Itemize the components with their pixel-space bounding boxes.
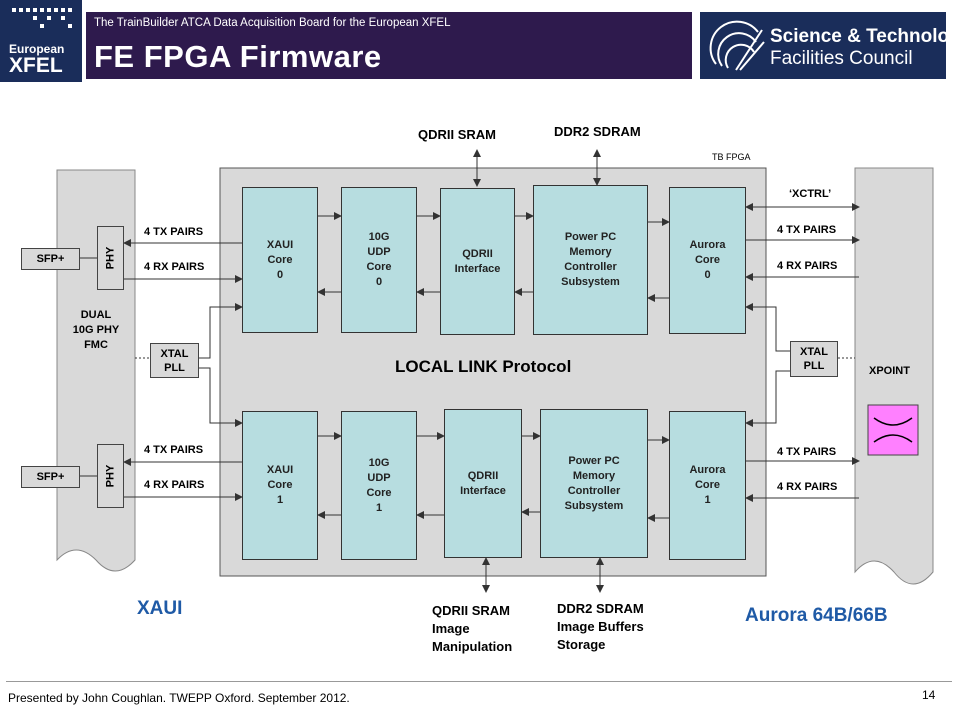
xaui-label: XAUI bbox=[137, 598, 183, 619]
page-title: FE FPGA Firmware bbox=[94, 39, 382, 74]
tx-pairs-right-0: 4 TX PAIRS bbox=[777, 224, 837, 236]
stfc-emblem-icon bbox=[709, 20, 765, 71]
header-subtitle: The TrainBuilder ATCA Data Acquisition B… bbox=[94, 17, 451, 29]
header-band: The TrainBuilder ATCA Data Acquisition B… bbox=[86, 12, 692, 79]
rx-pairs-left-1: 4 RX PAIRS bbox=[144, 479, 205, 491]
page-number: 14 bbox=[922, 688, 936, 702]
sfp-box-1: SFP+ bbox=[21, 466, 80, 488]
rx-pairs-left-0: 4 RX PAIRS bbox=[144, 261, 205, 273]
european-xfel-logo: European XFEL bbox=[0, 0, 82, 82]
logo-line2: XFEL bbox=[9, 54, 63, 77]
logo-line1: European bbox=[9, 42, 65, 56]
local-link-label: LOCAL LINK Protocol bbox=[395, 357, 572, 376]
ddr2-sdram-bottom-label: DDR2 SDRAM Image Buffers Storage bbox=[557, 601, 644, 652]
rx-pairs-right-0: 4 RX PAIRS bbox=[777, 260, 838, 272]
qdrii-sram-top-label: QDRII SRAM bbox=[418, 127, 496, 142]
tb-fpga-label: TB FPGA bbox=[712, 152, 751, 162]
ddr2-sdram-top-label: DDR2 SDRAM bbox=[554, 124, 641, 139]
phy-box-1: PHY bbox=[97, 444, 124, 508]
phy-box-0: PHY bbox=[97, 226, 124, 290]
aurora-protocol-label: Aurora 64B/66B bbox=[745, 605, 888, 626]
stfc-line2: Facilities Council bbox=[770, 48, 913, 69]
stfc-logo: Science & Technology Facilities Council bbox=[700, 12, 960, 79]
rx-pairs-right-1: 4 RX PAIRS bbox=[777, 481, 838, 493]
tx-pairs-left-0: 4 TX PAIRS bbox=[144, 226, 204, 238]
xctrl-label: ‘XCTRL’ bbox=[789, 188, 832, 200]
xpoint-switch bbox=[867, 404, 919, 456]
xpoint-card bbox=[854, 167, 934, 585]
fmc-label: DUAL 10G PHY FMC bbox=[72, 309, 120, 351]
qdrii-sram-bottom-label: QDRII SRAM Image Manipulation bbox=[432, 603, 513, 654]
footer-divider bbox=[6, 681, 952, 682]
tx-pairs-right-1: 4 TX PAIRS bbox=[777, 446, 837, 458]
tx-pairs-left-1: 4 TX PAIRS bbox=[144, 444, 204, 456]
footer-presenter: Presented by John Coughlan. TWEPP Oxford… bbox=[8, 691, 350, 705]
xpoint-label: XPOINT bbox=[869, 365, 910, 377]
stfc-line1: Science & Technology bbox=[770, 26, 960, 47]
sfp-box-0: SFP+ bbox=[21, 248, 80, 270]
